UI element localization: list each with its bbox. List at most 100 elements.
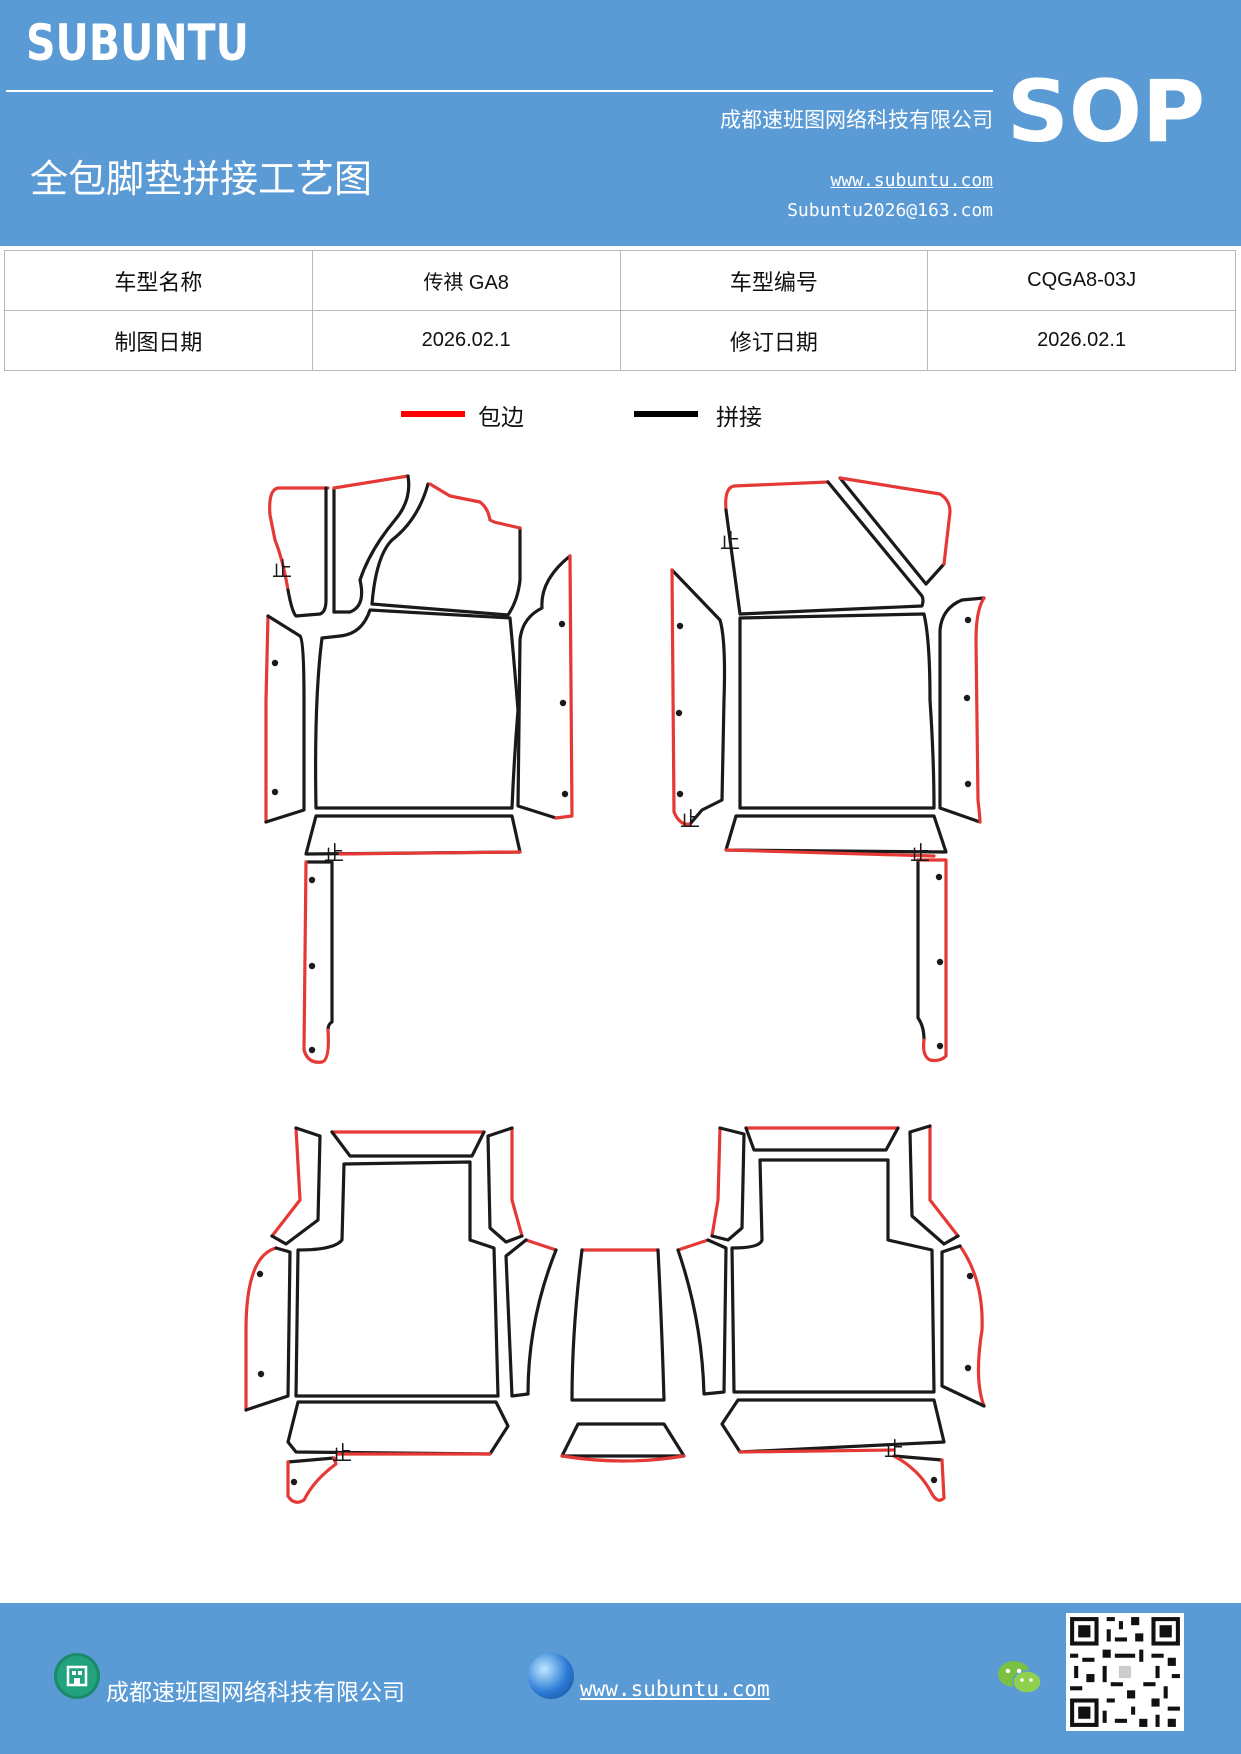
stop-marker: 止 [680,807,700,831]
mat-piece [710,1126,746,1242]
fastener-dot [558,620,566,628]
mat-piece [524,1238,558,1252]
mat-piece [730,1158,936,1394]
fastener-dot [308,1046,316,1054]
mat-piece [244,1246,278,1412]
header-divider [6,90,993,92]
mat-piece [676,1238,710,1252]
mat-piece [724,480,925,616]
fastener-dot [675,709,683,717]
document-title: 全包脚垫拼接工艺图 [30,157,373,201]
stop-marker: 止 [720,529,740,553]
mat-piece [738,612,936,810]
footer-bar: 成都速班图网络科技有限公司 www.subuntu.com [0,1603,1241,1754]
mat-piece [892,1454,944,1462]
mat-piece [270,1126,302,1238]
mat-piece [286,486,328,618]
header-banner: SUBUNTU SOP 成都速班图网络科技有限公司 全包脚垫拼接工艺图 www.… [0,0,1241,246]
mat-piece [724,480,830,512]
sop-badge: SOP [1006,62,1205,162]
mat-piece [670,568,727,826]
mat-piece [916,858,926,1042]
fastener-dot [561,790,569,798]
fastener-dot [964,1364,972,1372]
mat-piece [516,554,572,820]
fastener-dot [271,788,279,796]
header-website-link[interactable]: www.subuntu.com [830,170,993,191]
mat-piece [302,860,330,1064]
mat-piece [286,1456,336,1464]
mat-piece [892,1454,946,1502]
fastener-dot [676,790,684,798]
fastener-dot [290,1478,298,1486]
value-model-code: CQGA8-03J [927,250,1236,311]
legend: 包边 拼接 [0,398,1241,438]
label-model-name: 车型名称 [4,250,313,311]
fastener-dot [963,694,971,702]
mat-piece [304,860,334,1032]
mat-piece [720,1398,946,1454]
mat-piece [504,1238,558,1398]
table-row: 车型名称 传祺 GA8 车型编号 CQGA8-03J [4,250,1236,311]
mat-piece [264,614,270,824]
value-revise-date: 2026.02.1 [927,310,1236,371]
mat-piece [940,1244,986,1408]
mat-piece [738,1448,896,1454]
globe-icon [528,1653,574,1699]
fastener-dot [676,622,684,630]
mat-piece [268,486,330,592]
label-model-code: 车型编号 [619,250,929,311]
mat-piece [332,474,411,614]
fastener-dot [936,1042,944,1050]
brand-logo-text: SUBUNTU [26,14,249,72]
legend-label-edge: 包边 [478,405,524,431]
fastener-dot [257,1370,265,1378]
wechat-icon[interactable] [996,1658,1044,1698]
mat-piece [560,1454,686,1463]
fastener-dot [256,1270,264,1278]
mat-piece [938,596,986,824]
value-draw-date: 2026.02.1 [311,310,621,371]
fastener-dot [308,876,316,884]
value-model-name: 传祺 GA8 [311,250,621,311]
fastener-dot [935,873,943,881]
mat-piece [724,848,936,858]
fastener-dot [966,1272,974,1280]
mat-piece [286,1400,510,1456]
mat-piece [270,1126,322,1246]
stop-marker: 止 [324,841,344,865]
footer-website-link[interactable]: www.subuntu.com [580,1677,770,1701]
mat-piece [244,1246,292,1412]
stop-marker: 止 [884,1437,904,1461]
qr-code-icon [1066,1613,1184,1731]
mat-piece [554,554,574,820]
legend-red-line [401,411,465,417]
building-icon [54,1653,100,1699]
mat-piece [670,568,692,826]
mat-piece [916,858,948,1063]
mat-piece [676,1238,728,1396]
mat-piece [838,476,952,566]
legend-label-seam: 拼接 [716,405,762,431]
mat-piece [286,1456,338,1504]
label-revise-date: 修订日期 [619,310,929,371]
mat-piece [428,482,522,530]
mat-piece [332,474,410,490]
mat-piece [510,1126,524,1238]
fastener-dot [308,962,316,970]
mat-piece [958,1244,986,1408]
mat-piece [314,608,520,810]
label-draw-date: 制图日期 [4,310,313,371]
mat-piece [710,1126,722,1238]
header-email: Subuntu2026@163.com [787,200,993,221]
vehicle-info-table: 车型名称 传祺 GA8 车型编号 CQGA8-03J 制图日期 2026.02.… [4,250,1236,371]
footer-company-name: 成都速班图网络科技有限公司 [106,1680,405,1706]
fastener-dot [964,616,972,624]
floor-mat-diagram: 止 止 止 止 止 止 止 [244,474,986,1504]
mat-piece [570,1248,666,1402]
fastener-dot [964,780,972,788]
fastener-dot [559,699,567,707]
mat-piece [908,1124,960,1246]
header-company-name: 成都速班图网络科技有限公司 [720,108,993,132]
mat-piece [928,1124,960,1238]
